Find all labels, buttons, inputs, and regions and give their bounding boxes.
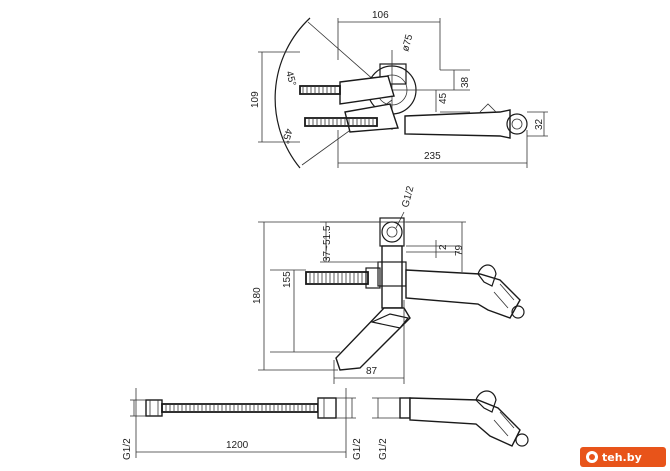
dim-hose-thread-left: G1/2: [122, 438, 133, 460]
top-view: 106 45° 45° 109 ø75: [250, 10, 548, 169]
upper-hose: [299, 85, 341, 95]
dim-diameter: ø75: [400, 33, 415, 53]
dim-87: 87: [366, 366, 378, 377]
head-view: G1/2: [372, 390, 529, 460]
dim-32: 32: [534, 118, 545, 130]
dim-235: 235: [424, 151, 441, 162]
side-lever: [335, 307, 411, 371]
dim-angle-upper: 45°: [283, 70, 298, 87]
side-view: G1/2 37~51.5 2 79: [252, 185, 525, 384]
dim-head-thread: G1/2: [378, 438, 389, 460]
shower-head-bottom: [409, 397, 521, 447]
hose-coil: [161, 403, 319, 413]
dim-155: 155: [282, 271, 293, 288]
inlet-hose: [305, 271, 369, 285]
shower-head-side: [405, 269, 521, 319]
dim-38: 38: [460, 76, 471, 88]
dim-109: 109: [250, 91, 261, 108]
shower-head-top: [404, 109, 511, 139]
dim-side-thread: G1/2: [400, 185, 416, 209]
site-logo: teh.by: [580, 447, 666, 467]
logo-text: teh.by: [602, 451, 642, 464]
hose-nut-right: [317, 397, 337, 419]
dim-79: 79: [454, 244, 465, 256]
hose-view: 1200 G1/2 G1/2: [122, 388, 363, 460]
dim-2: 2: [438, 244, 449, 250]
dim-45: 45: [438, 92, 449, 104]
head-connector: [399, 397, 411, 419]
swing-arc: [274, 17, 311, 169]
upper-lever: [339, 75, 395, 105]
dim-1200: 1200: [226, 440, 249, 451]
dim-180: 180: [252, 287, 263, 304]
dim-106: 106: [372, 10, 389, 21]
mixer-body: [381, 245, 403, 309]
dim-angle-lower: 45°: [279, 127, 294, 144]
dim-hose-thread-right: G1/2: [352, 438, 363, 460]
hose-nut-left: [145, 399, 163, 417]
dim-range: 37~51.5: [322, 225, 333, 262]
